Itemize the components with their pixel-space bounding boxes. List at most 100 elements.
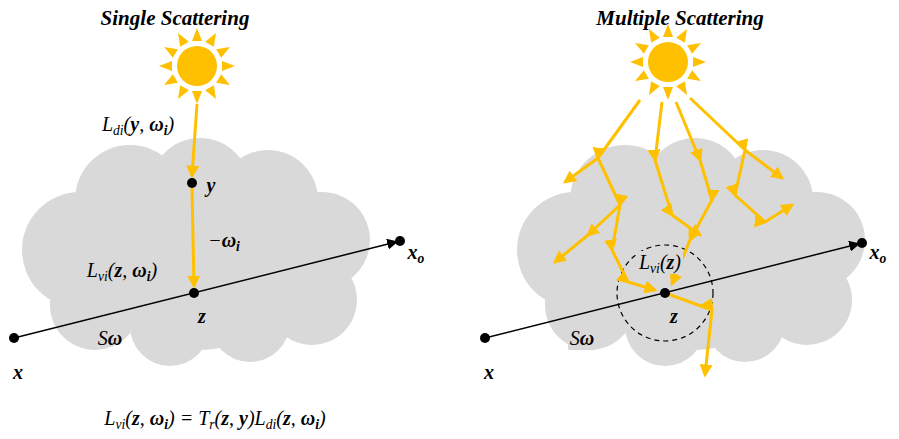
view-ray [14, 242, 396, 338]
text-part: S [570, 327, 580, 349]
text-part: , [139, 113, 149, 135]
segment-label: Sω [96, 327, 124, 350]
light-ray [192, 104, 197, 176]
text-part: ( [660, 251, 667, 273]
text-part: z [198, 305, 206, 327]
light-ray [192, 188, 194, 286]
light-path [745, 150, 782, 178]
point-dot [480, 333, 490, 343]
light-path [690, 98, 792, 222]
cloud [22, 138, 370, 366]
point-label: z [668, 305, 680, 328]
text-part: ) = T [168, 407, 209, 429]
text-part: ( [124, 113, 131, 135]
text-part: S [98, 327, 108, 349]
text-part: L [639, 251, 650, 273]
text-part: o [880, 251, 887, 266]
text-part: y [239, 407, 248, 429]
point-dot [857, 238, 867, 248]
light-path [565, 158, 598, 182]
scatter-sphere [617, 245, 713, 341]
text-part: ( [215, 407, 222, 429]
panel-title: Single Scattering [99, 6, 252, 30]
text-part: )L [248, 407, 266, 429]
text-part: z [114, 259, 122, 281]
text-part: L [104, 407, 115, 429]
sun-icon [630, 24, 706, 100]
text-part: vi [98, 269, 108, 284]
text-part: ω [108, 327, 122, 349]
point-label: x [482, 361, 496, 384]
text-part: ω [222, 229, 236, 251]
text-part: ( [125, 407, 132, 429]
text-part: z [221, 407, 229, 429]
text-part: ) [674, 251, 681, 273]
segment-label: Sω [568, 327, 596, 350]
text-part: i [164, 123, 168, 138]
text-part: ω [150, 407, 164, 429]
panel-title: Multiple Scattering [594, 6, 765, 30]
light-path [665, 293, 712, 375]
direction-label: −ωi [206, 229, 242, 252]
text-part: , [291, 407, 301, 429]
text-part: ( [108, 259, 115, 281]
text-part: x [408, 241, 418, 263]
point-dot [660, 288, 670, 298]
text-part: vi [115, 417, 125, 432]
text-part: − [208, 229, 222, 251]
scatter-paths [555, 98, 792, 375]
point-dot [187, 178, 197, 188]
text-part: Single Scattering [101, 6, 250, 30]
text-part: i [236, 239, 240, 254]
text-part: vi [650, 261, 660, 276]
text-part: i [315, 417, 319, 432]
view-ray [485, 244, 858, 338]
sun-icon [159, 28, 235, 104]
text-part: , [229, 407, 239, 429]
point-label: xo [406, 241, 427, 264]
text-part: y [130, 113, 139, 135]
point-label: z [196, 305, 208, 328]
light-path [555, 100, 640, 262]
point-dot [9, 333, 19, 343]
text-part: x [870, 241, 880, 263]
point-dot [189, 288, 199, 298]
text-part: ω [580, 327, 594, 349]
point-label: x [11, 361, 25, 384]
text-part: L [87, 259, 98, 281]
light-path [655, 102, 700, 235]
text-part: ) [167, 113, 174, 135]
text-part: i [147, 269, 151, 284]
light-path [672, 102, 712, 284]
text-part: o [418, 251, 425, 266]
point-label: xo [868, 241, 889, 264]
text-part: Multiple Scattering [596, 6, 763, 30]
text-part: r [209, 417, 214, 432]
equation: Lvi(z, ωi) = Tr(z, y)Ldi(z, ωi) [102, 407, 327, 430]
point-dot [395, 236, 405, 246]
text-part: ω [149, 113, 163, 135]
radiance-label: Lvi(z, ωi) [85, 259, 159, 282]
text-part: ) [319, 407, 326, 429]
text-part: , [122, 259, 132, 281]
text-part: ω [132, 259, 146, 281]
radiance-label: Lvi(z) [637, 251, 683, 274]
text-part: x [13, 361, 23, 383]
text-part: z [670, 305, 678, 327]
text-part: di [113, 123, 124, 138]
point-label: y [205, 174, 218, 197]
text-part: z [283, 407, 291, 429]
text-part: , [140, 407, 150, 429]
text-part: ( [276, 407, 283, 429]
text-part: i [164, 417, 168, 432]
radiance-label: Ldi(y, ωi) [100, 113, 176, 136]
text-part: ) [150, 259, 157, 281]
text-part: ω [301, 407, 315, 429]
text-part: y [207, 174, 216, 196]
text-part: z [667, 251, 675, 273]
text-part: x [484, 361, 494, 383]
light-path [612, 205, 655, 290]
